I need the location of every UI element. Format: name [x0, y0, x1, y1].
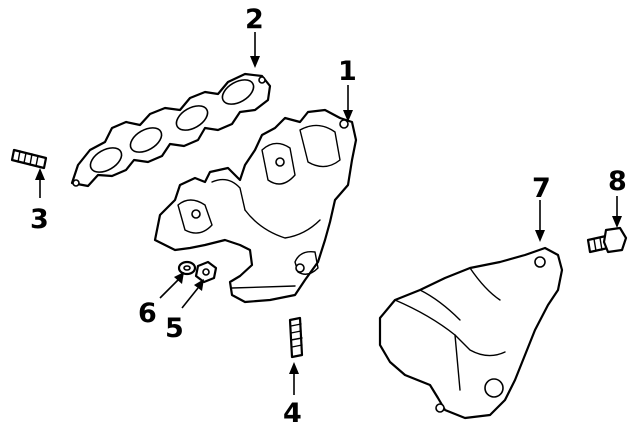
- part-3-stud: [10, 148, 48, 170]
- leader-5: [181, 279, 204, 309]
- part-2-gasket: [70, 72, 272, 188]
- part-6-washer: [177, 260, 197, 276]
- callout-5: 5: [165, 313, 184, 344]
- leader-8: [612, 196, 622, 228]
- callout-2: 2: [245, 4, 264, 35]
- callout-8: 8: [608, 166, 627, 197]
- part-1-exhaust-manifold: [153, 108, 358, 304]
- leader-7: [535, 200, 545, 242]
- leader-6: [159, 272, 184, 299]
- callout-1: 1: [338, 56, 357, 87]
- part-7-heat-shield: [378, 246, 564, 420]
- leader-1: [343, 85, 353, 122]
- leader-4: [289, 362, 299, 395]
- callout-4: 4: [283, 398, 302, 429]
- callout-3: 3: [30, 204, 49, 235]
- part-4-stud: [288, 316, 304, 359]
- part-8-bolt: [586, 226, 628, 254]
- leader-3: [35, 168, 45, 198]
- callout-6: 6: [138, 298, 157, 329]
- part-5-nut: [194, 260, 218, 284]
- callout-7: 7: [532, 173, 551, 204]
- leader-2: [250, 32, 260, 68]
